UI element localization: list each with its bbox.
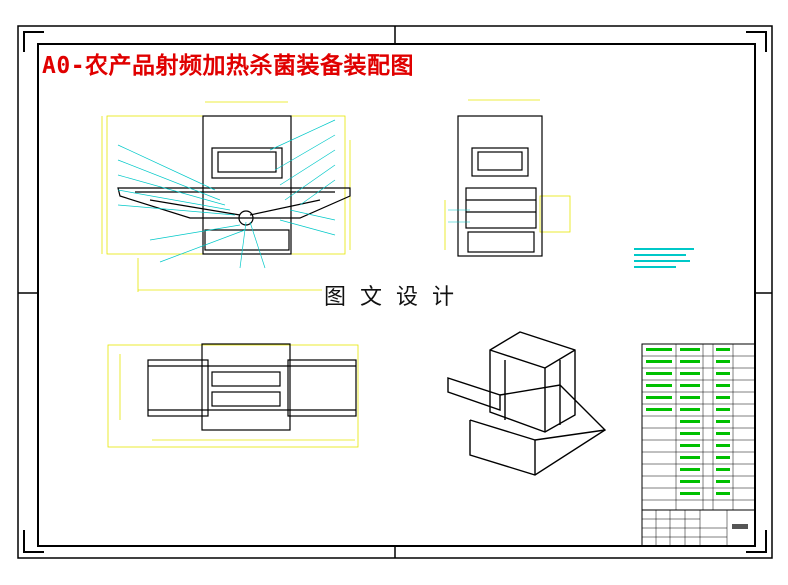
bom-entries xyxy=(646,348,730,495)
side-view-leaders xyxy=(448,209,470,223)
isometric-view xyxy=(447,331,607,476)
side-view-dimensions xyxy=(444,99,571,250)
watermark-text: 图文设计 xyxy=(322,279,471,311)
top-view xyxy=(107,343,359,448)
center-marks xyxy=(18,26,772,558)
title-block-mark xyxy=(732,524,748,529)
side-notes xyxy=(634,248,694,268)
bom-table xyxy=(641,343,756,511)
front-view-frame xyxy=(117,115,351,255)
title-block xyxy=(641,509,756,547)
side-view xyxy=(444,99,694,268)
inner-frame xyxy=(37,43,756,547)
front-view-leaders xyxy=(117,119,336,269)
drawing-title: A0-农产品射频加热杀菌装备装配图 xyxy=(42,53,415,79)
bom-grid xyxy=(642,344,755,510)
corner-marks xyxy=(23,31,767,553)
top-view-dimensions xyxy=(107,344,359,448)
side-view-frame xyxy=(457,115,543,257)
front-view xyxy=(101,101,351,292)
top-view-frame xyxy=(147,343,357,431)
